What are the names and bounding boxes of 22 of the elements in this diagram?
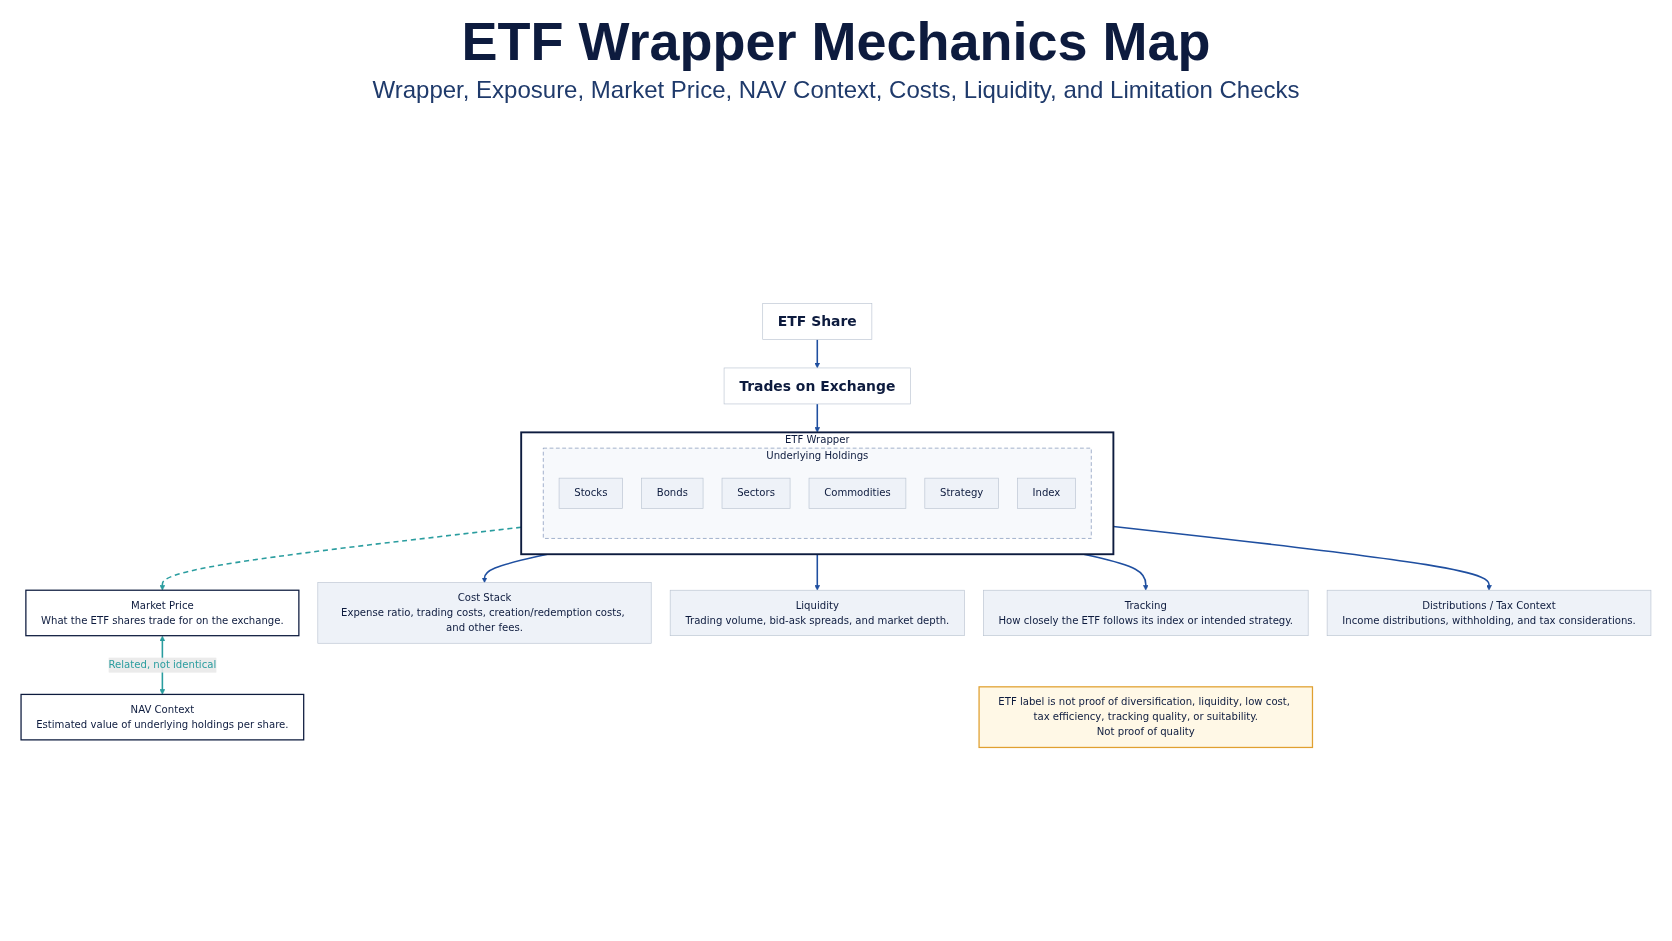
node-box: Strategy	[924, 477, 999, 509]
edge-label: Related, not identical	[108, 658, 217, 671]
node-box: Distributions / Tax Context Income distributions, withholding, and tax considerations.	[1326, 589, 1652, 636]
node-box: Commodities	[808, 477, 907, 509]
node-box: Cost Stack Expense ratio, trading costs, creation/redemption costs, and other fees.	[317, 582, 652, 644]
arrow	[814, 338, 821, 369]
node-box: Tracking How closely the ETF follows its index or intended strategy.	[983, 589, 1309, 636]
title: ETF Wrapper Mechanics Map	[461, 10, 1211, 72]
node-box: Sectors	[721, 477, 791, 509]
node-box: Trades on Exchange	[723, 367, 911, 405]
subtitle: Wrapper, Exposure, Market Price, NAV Context, Costs, Liquidity, and Limitation Checks	[372, 76, 1300, 104]
node-box: Index	[1017, 477, 1076, 509]
arrow	[814, 403, 821, 433]
arrow	[159, 526, 522, 591]
arrow	[814, 553, 821, 591]
node-box: Liquidity Trading volume, bid-ask spreads, and market depth.	[669, 589, 965, 636]
node-box: Market Price What the ETF shares trade for on the exchange.	[25, 589, 300, 637]
node-box: Stocks	[558, 477, 623, 509]
node-box: ETF Share	[762, 303, 873, 340]
node-box: NAV Context Estimated value of underlying holdings per share.	[20, 693, 305, 741]
node-box: ETF label is not proof of diversification, liquidity, low cost, tax efficiency, tracking quality, or suitability. Not proof of quality	[978, 686, 1314, 749]
node-box: Bonds	[641, 477, 704, 509]
